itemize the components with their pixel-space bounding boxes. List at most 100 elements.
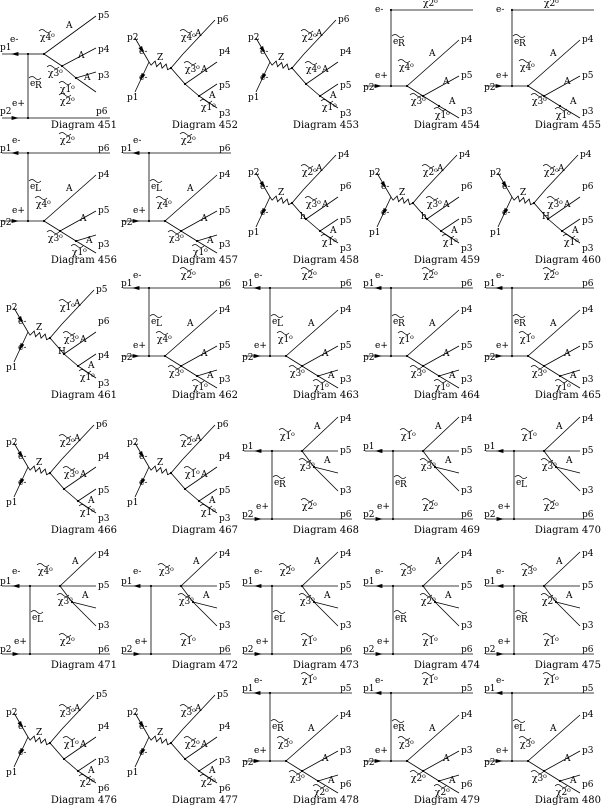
- vertex-dot: [147, 354, 151, 358]
- selectron-subscript: L: [156, 319, 162, 329]
- fermion-arrow-icon: [11, 115, 19, 121]
- diagram-number: 463: [339, 390, 359, 401]
- propagator-line: [75, 77, 97, 93]
- tilde-mark: [518, 331, 532, 335]
- propagator-line: [317, 774, 339, 782]
- diagram-number: 470: [581, 525, 601, 536]
- lepton-label: e-: [139, 47, 147, 57]
- vertex-dot: [389, 84, 393, 88]
- lepton-label: e+: [375, 746, 388, 756]
- fermion-arrow-icon: [132, 285, 140, 291]
- propagator-line: [61, 424, 95, 460]
- lepton-label: e-: [10, 35, 18, 45]
- propagator-line: [440, 218, 460, 232]
- vertex-dot: [183, 82, 187, 86]
- external-leg-label: p4: [98, 170, 110, 180]
- external-leg-label: p5: [219, 206, 231, 216]
- photon-label: A: [194, 434, 202, 444]
- neutralino-label: χ4⁰: [157, 335, 172, 345]
- vertex-dot: [149, 652, 153, 656]
- tilde-mark: [512, 314, 526, 318]
- tilde-mark: [542, 633, 556, 637]
- external-leg-label: p2: [0, 645, 12, 655]
- propagator-line: [59, 230, 77, 242]
- lepton-label: e-: [375, 676, 383, 686]
- diagram-number: 479: [460, 795, 480, 806]
- selectron-label: e: [395, 613, 400, 623]
- diagram-caption: Diagram 462: [121, 390, 242, 401]
- propagator-line: [71, 601, 97, 609]
- tilde-mark: [542, 498, 556, 502]
- external-leg-label: p1: [248, 228, 260, 238]
- boson-line: [148, 465, 172, 476]
- neutralino-label: χ4⁰: [306, 65, 321, 75]
- propagator-line: [59, 210, 97, 232]
- tilde-mark: [288, 365, 302, 369]
- fermion-arrow-icon: [496, 448, 504, 454]
- propagator-line: [180, 345, 218, 367]
- selectron-label: e: [393, 37, 398, 47]
- neutralino-label: χ3⁰: [411, 97, 426, 107]
- propagator-line: [422, 551, 460, 587]
- tilde-mark: [409, 770, 423, 774]
- tilde-mark: [300, 672, 314, 676]
- external-leg-label: p6: [582, 645, 594, 655]
- propagator-line: [319, 83, 339, 97]
- fermion-arrow-icon: [496, 651, 504, 657]
- photon-label: A: [448, 97, 456, 107]
- lepton-label: e-: [496, 5, 504, 15]
- propagator-line: [424, 154, 458, 190]
- selectron-label: e: [274, 613, 279, 623]
- external-leg-label: p6: [461, 645, 473, 655]
- tilde-mark: [179, 704, 193, 708]
- propagator-line: [406, 760, 424, 772]
- photon-label: A: [186, 319, 194, 329]
- external-leg-label: p5: [461, 684, 473, 694]
- neutralino-label: χ1⁰: [522, 432, 537, 442]
- vertex-dot: [542, 449, 546, 453]
- tilde-mark: [530, 365, 544, 369]
- fermion-arrow-icon: [259, 181, 266, 189]
- external-leg-label: p1: [6, 363, 18, 373]
- external-leg-label: p1: [0, 43, 12, 53]
- propagator-line: [301, 365, 319, 377]
- fermion-arrow-icon: [253, 353, 261, 359]
- external-leg-label: p5: [582, 581, 594, 591]
- external-leg-label: p5: [461, 341, 473, 351]
- external-leg-label: p4: [98, 549, 110, 559]
- tilde-mark: [183, 61, 197, 65]
- vertex-dot: [76, 499, 80, 503]
- vertex-dot: [290, 201, 294, 205]
- neutralino-label: χ2⁰: [423, 0, 438, 9]
- diagram-number: 451: [97, 120, 117, 131]
- neutralino-label: χ3⁰: [179, 597, 194, 607]
- diagram-caption: Diagram 470: [484, 525, 605, 536]
- photon-label: A: [565, 591, 573, 601]
- external-leg-label: p6: [217, 420, 229, 430]
- external-leg-label: p6: [98, 784, 110, 794]
- external-leg-label: p1: [6, 768, 18, 778]
- fermion-arrow-icon: [495, 285, 503, 291]
- external-leg-label: p6: [340, 645, 352, 655]
- photon-label: A: [307, 319, 315, 329]
- selectron-subscript: R: [519, 39, 526, 49]
- lepton-label: e-: [260, 182, 268, 192]
- vertex-dot: [532, 201, 536, 205]
- neutralino-label: χ1⁰: [80, 373, 95, 383]
- vertex-dot: [62, 352, 66, 356]
- photon-label: A: [442, 349, 450, 359]
- propagator-line: [49, 458, 63, 474]
- neutralino-label: χ3⁰: [60, 708, 75, 718]
- tilde-mark: [179, 29, 193, 33]
- tilde-mark: [304, 61, 318, 65]
- photon-label: A: [327, 371, 335, 381]
- diagram-caption: Diagram 460: [484, 255, 605, 266]
- external-leg-label: p4: [582, 305, 594, 315]
- caption-prefix: Diagram: [413, 660, 461, 671]
- propagator-line: [533, 202, 549, 220]
- external-leg-label: p5: [98, 486, 110, 496]
